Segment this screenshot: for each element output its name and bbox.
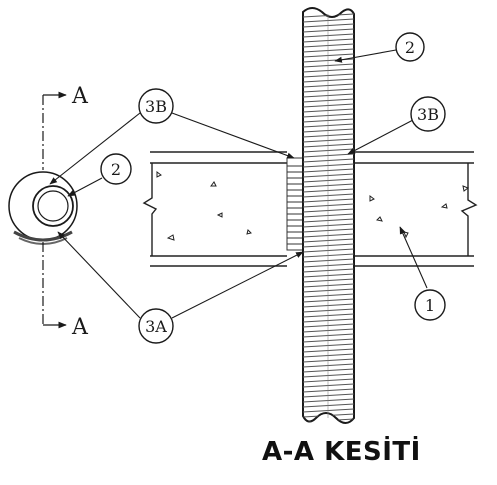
callout-seal-top-right-label: 3B	[417, 105, 439, 124]
section-marker-bottom: A	[71, 315, 89, 340]
vertical-pipe	[302, 7, 355, 424]
concrete-slab	[142, 151, 478, 267]
section-line	[42, 91, 67, 329]
callout-seal-bottom-label: 3A	[145, 317, 167, 336]
callout-seal-top-right: 3B	[410, 96, 446, 132]
pipe-cross-section	[8, 171, 78, 245]
callout-seal-top-left: 3B	[138, 88, 174, 124]
section-marker-top: A	[71, 84, 89, 109]
callout-seal-top-left-label: 3B	[145, 97, 167, 116]
callout-pipe-small: 2	[100, 153, 132, 185]
callout-pipe-small-label: 2	[111, 160, 121, 179]
callout-pipe: 2	[395, 32, 425, 62]
callout-pipe-label: 2	[405, 38, 415, 57]
callout-slab-label: 1	[425, 296, 435, 315]
callout-slab: 1	[414, 289, 446, 321]
leader-lines	[49, 49, 428, 319]
section-caption: A-A KESİTİ	[262, 437, 421, 467]
callout-seal-bottom: 3A	[138, 308, 174, 344]
